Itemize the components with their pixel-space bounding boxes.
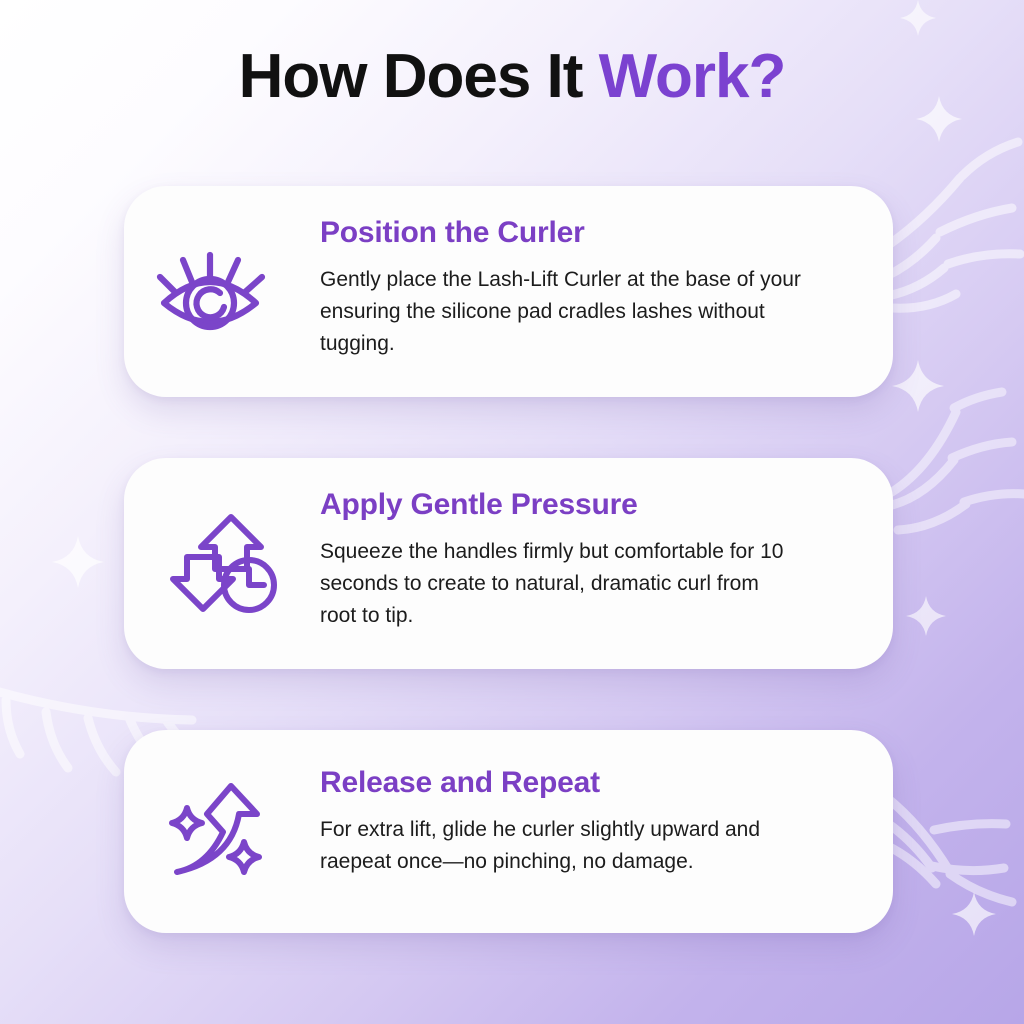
step-heading: Release and Repeat: [320, 766, 600, 799]
lash-mid-right-icon: [884, 387, 1024, 535]
curved-arrow-sparkles-icon: [169, 782, 262, 875]
step-heading: Position the Curler: [320, 216, 585, 249]
step-heading: Apply Gentle Pressure: [320, 488, 638, 521]
step-card-position-the-curler[interactable]: Position the Curler Gently place the Las…: [124, 186, 893, 397]
page-title: How Does It Work?: [0, 44, 1024, 109]
step-text-container: Release and Repeat For extra lift, glide…: [320, 730, 893, 878]
step-description: Gently place the Lash-Lift Curler at the…: [320, 268, 801, 355]
eye-with-lashes-icon: [156, 251, 266, 330]
step-icon-container: [124, 186, 320, 397]
step-description: For extra lift, glide he curler slightly…: [320, 818, 761, 873]
page-title-lead: How Does It: [238, 42, 599, 111]
sparkle-mid-left-icon: [52, 536, 104, 588]
sparkle-mid-right-icon: [892, 360, 944, 412]
step-description: Squeeze the handles firmly but comfortab…: [320, 540, 784, 627]
step-icon-container: [124, 730, 320, 933]
sparkle-corner-top-icon: [900, 0, 936, 36]
step-icon-container: [124, 458, 320, 669]
sparkle-bottom-right-icon: [952, 892, 996, 936]
arrows-and-clock-icon: [170, 513, 277, 613]
steps-list: Position the Curler Gently place the Las…: [124, 186, 893, 933]
sparkle-lower-right-icon: [906, 596, 946, 636]
step-card-apply-gentle-pressure[interactable]: Apply Gentle Pressure Squeeze the handle…: [124, 458, 893, 669]
step-text-container: Apply Gentle Pressure Squeeze the handle…: [320, 458, 893, 632]
step-text-container: Position the Curler Gently place the Las…: [320, 186, 893, 360]
page-title-accent: Work?: [598, 42, 787, 111]
step-card-release-and-repeat[interactable]: Release and Repeat For extra lift, glide…: [124, 730, 893, 933]
